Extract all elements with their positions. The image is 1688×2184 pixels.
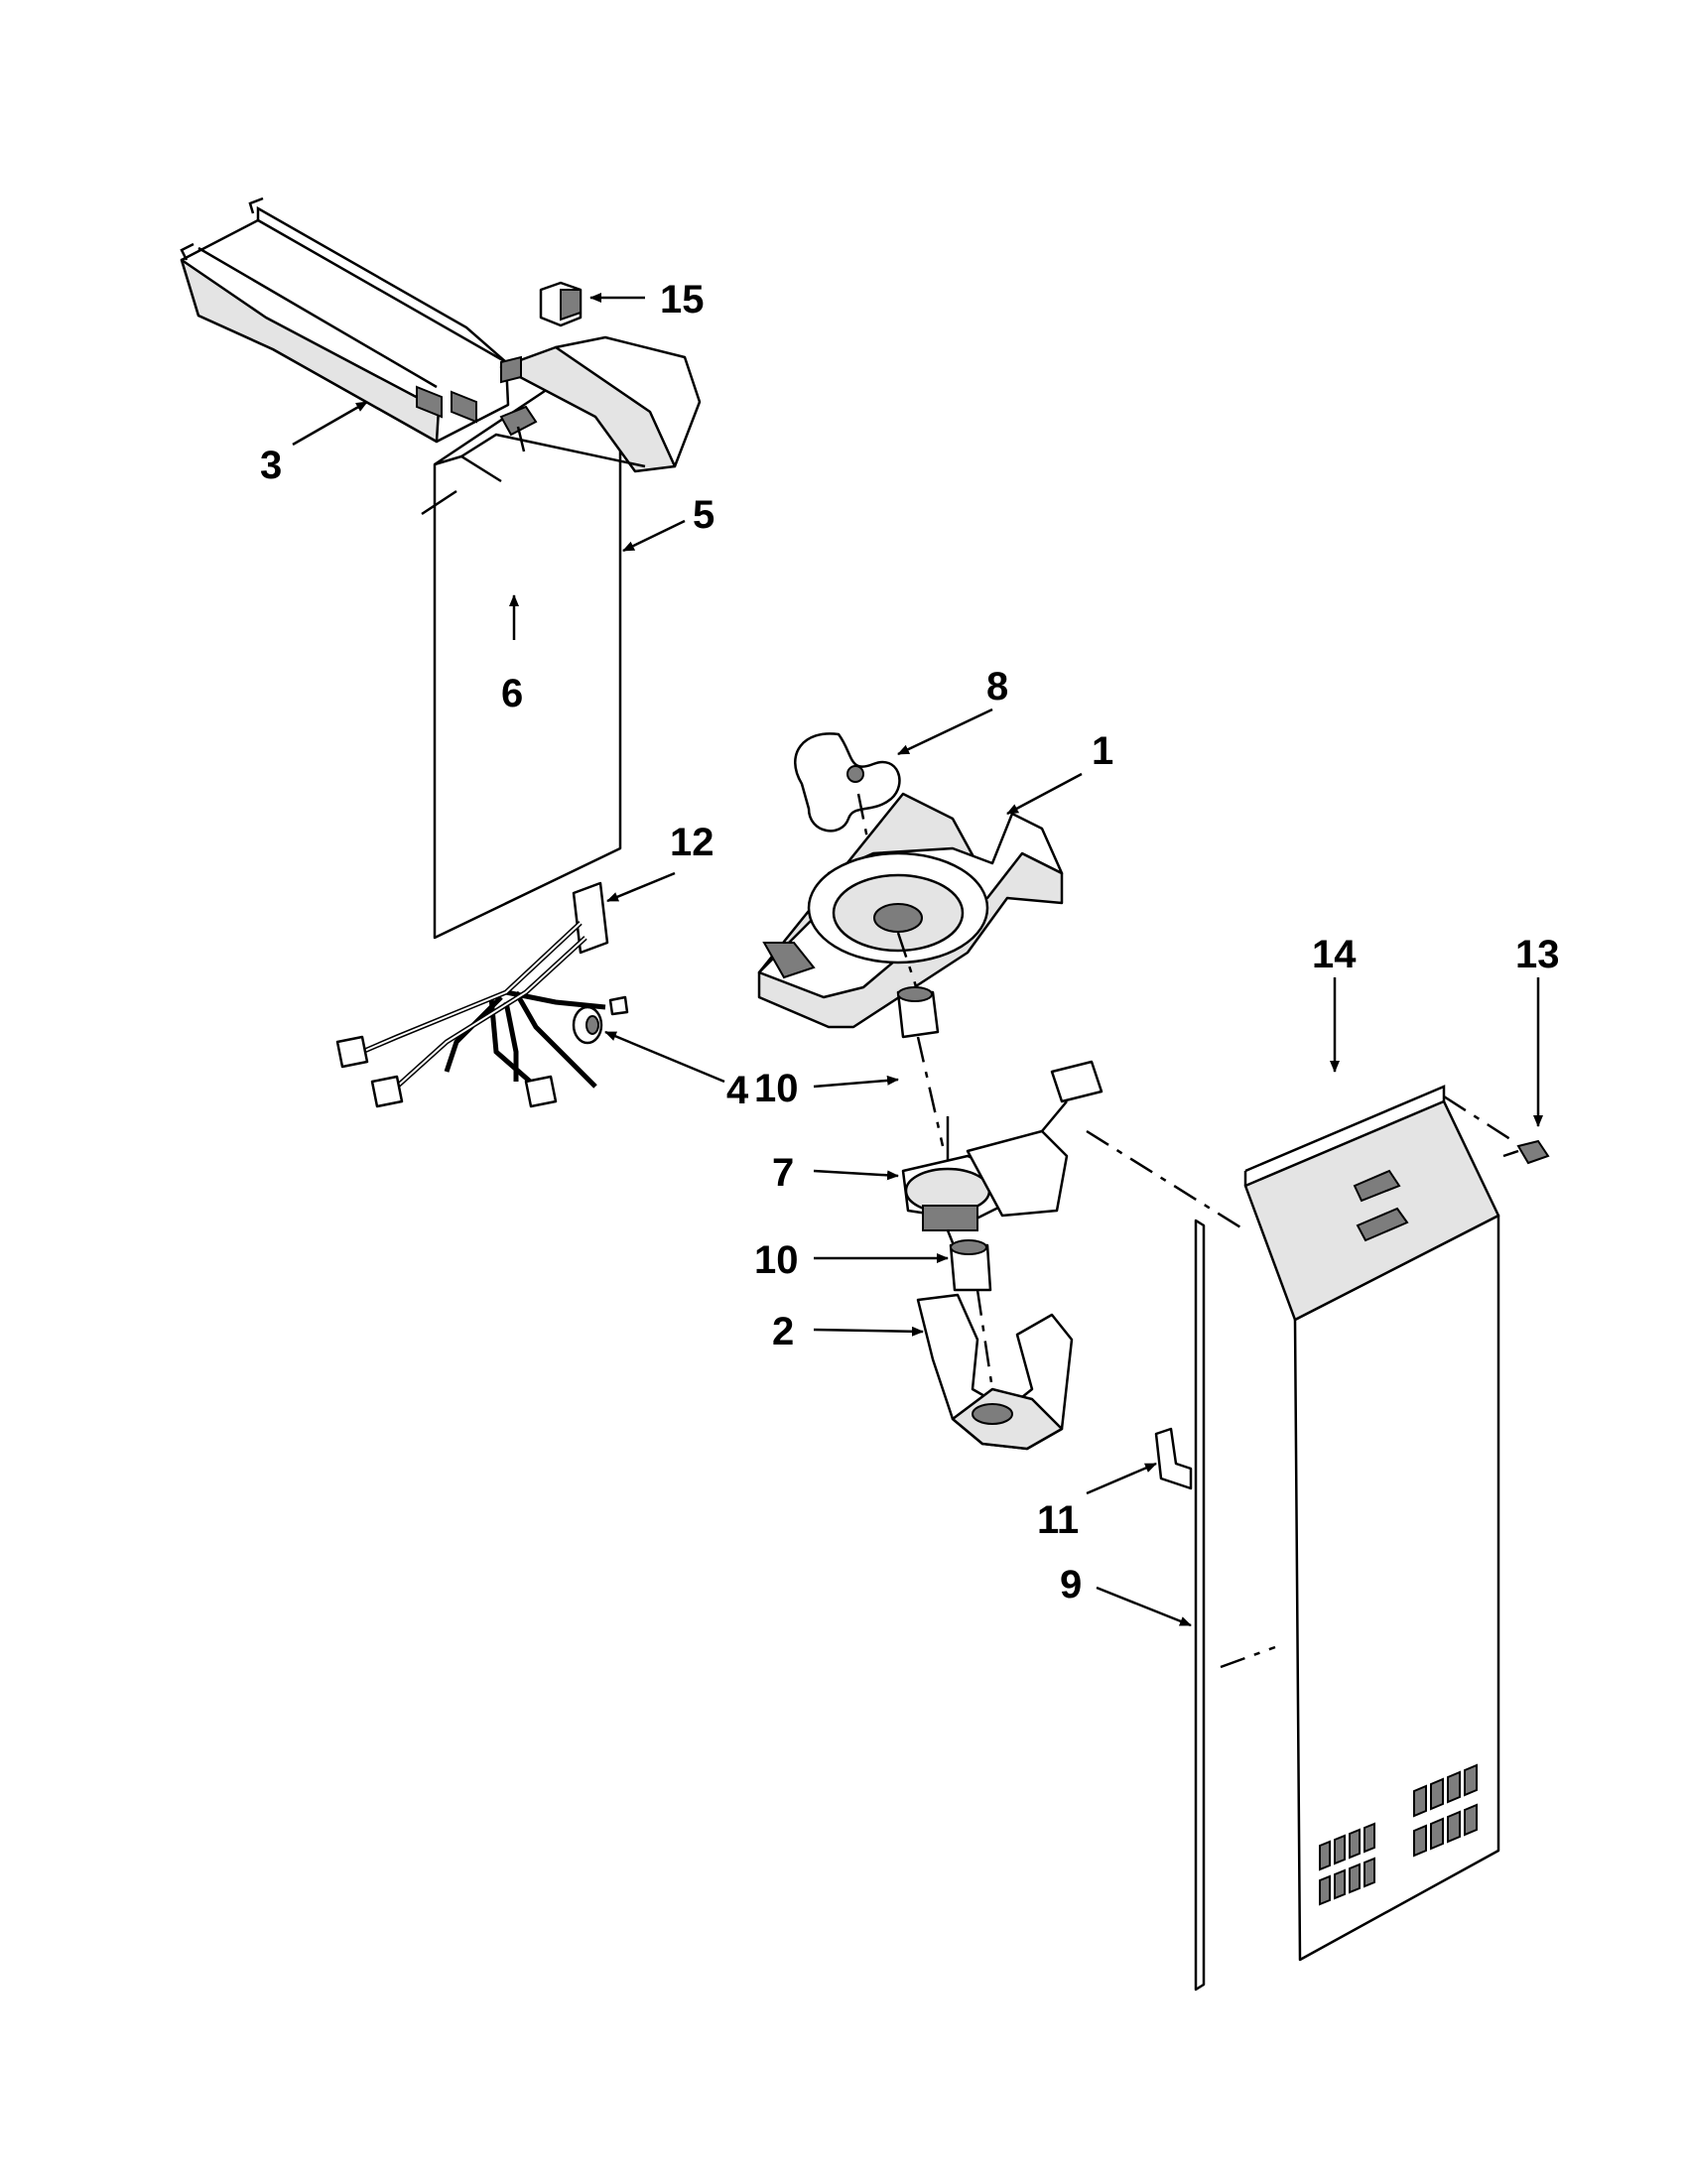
callout-4: 4 (726, 1069, 749, 1112)
callout-13: 13 (1515, 933, 1560, 976)
callout-2: 2 (772, 1310, 794, 1353)
part-7-fan-motor (901, 1060, 1104, 1231)
part-6-screw (499, 405, 538, 452)
assembly-line-strip (1220, 1645, 1276, 1669)
part-8-fan-blade (794, 732, 901, 833)
callout-6: 6 (501, 672, 523, 715)
callout-12: 12 (670, 821, 714, 864)
part-15-clip (539, 281, 583, 327)
callout-3: 3 (260, 444, 282, 487)
part-14-rear-panel (1243, 1085, 1500, 1962)
part-10-grommet-upper (896, 986, 940, 1039)
leader-arrows (292, 293, 1543, 1627)
part-9-strip (1194, 1219, 1206, 1991)
part-3-tray (180, 196, 510, 444)
part-11-clip (1154, 1427, 1193, 1490)
callout-10-lower: 10 (754, 1238, 799, 1282)
part-2-motor-bracket (916, 1293, 1074, 1451)
callout-10-upper: 10 (754, 1067, 799, 1110)
assembly-line-screw (1443, 1094, 1514, 1143)
part-5-air-duct (421, 335, 702, 940)
assembly-line-panel (1086, 1129, 1246, 1232)
part-13-screw (1502, 1139, 1550, 1165)
part-1-fan-housing (757, 792, 1064, 1029)
callout-8: 8 (986, 665, 1008, 708)
part-10-grommet-lower (949, 1239, 992, 1292)
callout-9: 9 (1060, 1563, 1082, 1606)
callout-11: 11 (1037, 1498, 1079, 1542)
part-4-thermistor (572, 1005, 603, 1045)
part-12-wire-harness (335, 881, 629, 1108)
callout-1: 1 (1092, 729, 1113, 773)
callout-7: 7 (772, 1151, 794, 1195)
callout-14: 14 (1312, 933, 1357, 976)
callout-5: 5 (693, 493, 714, 537)
callout-15: 15 (660, 278, 705, 321)
